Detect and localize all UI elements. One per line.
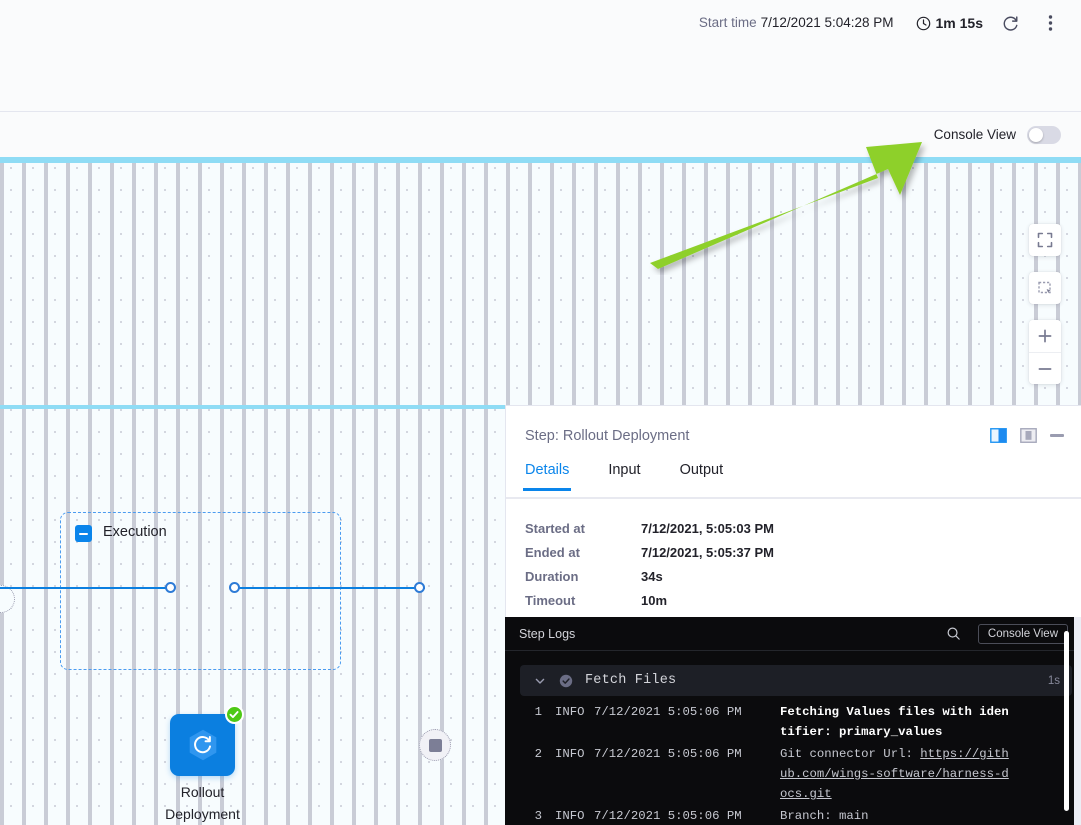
minus-icon	[1038, 367, 1052, 370]
check-circle-filled-icon	[559, 674, 573, 688]
step-node-label-line1: Rollout	[180, 784, 225, 800]
step-node-rollout-deployment[interactable]	[170, 705, 244, 776]
execution-collapse-button[interactable]	[75, 525, 92, 542]
step-details-header: Step: Rollout Deployment	[506, 406, 1081, 462]
log-section-duration: 1s	[1047, 674, 1060, 687]
detail-row-started-at: Started at 7/12/2021, 5:05:03 PM	[525, 521, 1081, 536]
log-line-message: Git connector Url: https://github.com/wi…	[780, 744, 1012, 804]
group-connector-right[interactable]	[414, 582, 425, 593]
switch-knob	[1029, 127, 1043, 142]
detail-key: Ended at	[525, 545, 580, 560]
split-right-layout-icon[interactable]	[990, 428, 1007, 443]
execution-group[interactable]: Execution	[60, 512, 341, 670]
zoom-controls	[1029, 320, 1061, 384]
log-section-fetch-files[interactable]: Fetch Files 1s	[520, 665, 1072, 696]
search-icon[interactable]	[946, 626, 961, 641]
step-node-label: Rollout Deployment	[130, 781, 275, 825]
console-view-toolbar: Console View	[0, 112, 1081, 157]
step-node-label-line2: Deployment	[165, 806, 240, 822]
fit-screen-icon	[1037, 232, 1053, 248]
console-view-toggle-group[interactable]: Console View	[933, 125, 1061, 144]
log-line-url[interactable]: https://github.com/wings-software/harnes…	[780, 747, 1009, 801]
log-line-message-prefix: Git connector Url:	[780, 747, 921, 761]
log-line-time: 7/12/2021 5:05:06 PM	[594, 747, 742, 761]
zoom-out-button[interactable]	[1029, 352, 1061, 384]
detail-row-ended-at: Ended at 7/12/2021, 5:05:37 PM	[525, 545, 1081, 560]
step-details-body: Started at 7/12/2021, 5:05:03 PM Ended a…	[506, 499, 1081, 608]
log-line: 3 INFO 7/12/2021 5:05:06 PM Branch: main	[520, 806, 1081, 825]
minimize-icon[interactable]	[1050, 434, 1064, 437]
start-time-value: 7/12/2021 5:04:28 PM	[760, 15, 894, 30]
log-section-title: Fetch Files	[585, 673, 677, 688]
log-line-message: Fetching Values files with identifier: p…	[780, 705, 1009, 739]
step-logs-actions: Console View	[946, 623, 1068, 644]
detail-value: 7/12/2021, 5:05:03 PM	[641, 521, 774, 536]
step-logs-title: Step Logs	[519, 626, 576, 641]
log-lines: 1 INFO 7/12/2021 5:05:06 PM Fetching Val…	[505, 702, 1081, 825]
console-view-label: Console View	[933, 127, 1016, 142]
log-line-time: 7/12/2021 5:05:06 PM	[594, 705, 742, 719]
rollout-deployment-icon	[184, 726, 222, 764]
zoom-in-button[interactable]	[1029, 320, 1061, 352]
edge-left-to-node	[0, 587, 175, 589]
stop-square-icon	[428, 738, 442, 752]
edge-node-to-end	[230, 587, 425, 589]
log-line: 2 INFO 7/12/2021 5:05:06 PM Git connecto…	[520, 744, 1081, 804]
logs-scrollbar[interactable]	[1064, 631, 1069, 811]
tab-details[interactable]: Details	[522, 462, 572, 491]
log-line: 1 INFO 7/12/2021 5:05:06 PM Fetching Val…	[520, 702, 1081, 742]
select-area-button[interactable]	[1029, 272, 1061, 304]
log-line-number: 2	[534, 747, 542, 761]
step-details-title: Step: Rollout Deployment	[525, 428, 690, 444]
step-logs-header: Step Logs Console View	[505, 617, 1081, 651]
start-time-label: Start time	[698, 15, 757, 30]
logs-console-view-button[interactable]: Console View	[977, 623, 1068, 644]
step-logs-panel: Step Logs Console View Fetch Files 1s 1 …	[505, 617, 1081, 825]
canvas-top-accent-bar	[0, 157, 1081, 163]
detail-row-timeout: Timeout 10m	[525, 593, 1081, 608]
tab-output[interactable]: Output	[679, 462, 724, 478]
dashed-select-icon	[1038, 281, 1051, 294]
chevron-down-icon[interactable]	[534, 675, 546, 687]
detail-row-duration: Duration 34s	[525, 569, 1081, 584]
node-connector-left[interactable]	[165, 582, 176, 593]
log-line-time: 7/12/2021 5:05:06 PM	[594, 809, 742, 823]
detail-key: Timeout	[525, 593, 576, 608]
duration-group: 1m 15s	[916, 15, 983, 31]
more-vertical-icon[interactable]	[1037, 10, 1063, 36]
log-line-number: 3	[534, 809, 542, 823]
log-line-number: 1	[534, 705, 542, 719]
detail-value: 7/12/2021, 5:05:37 PM	[641, 545, 774, 560]
detail-key: Started at	[525, 521, 585, 536]
step-details-header-actions	[990, 428, 1064, 443]
page-right-edge	[1074, 617, 1081, 825]
log-line-level: INFO	[555, 747, 585, 761]
step-details-tabs: Details Input Output	[506, 462, 1081, 499]
execution-group-label: Execution	[103, 524, 167, 540]
minus-square-icon	[79, 532, 88, 535]
duration-value: 1m 15s	[935, 15, 983, 31]
node-connector-right[interactable]	[229, 582, 240, 593]
console-view-switch[interactable]	[1027, 125, 1061, 144]
end-node[interactable]	[419, 729, 451, 761]
canvas-controls	[1029, 224, 1061, 384]
detail-value: 10m	[641, 593, 668, 608]
tab-input[interactable]: Input	[608, 462, 641, 478]
log-line-message: Branch: main	[780, 809, 869, 823]
plus-icon	[1038, 329, 1052, 343]
log-line-level: INFO	[555, 809, 585, 823]
fit-to-screen-button[interactable]	[1029, 224, 1061, 256]
clock-icon	[916, 16, 931, 31]
refresh-icon[interactable]	[997, 10, 1023, 36]
log-line-level: INFO	[555, 705, 585, 719]
detail-value: 34s	[641, 569, 663, 584]
check-circle-icon	[225, 705, 244, 724]
detail-key: Duration	[525, 569, 579, 584]
center-layout-icon[interactable]	[1020, 428, 1037, 443]
